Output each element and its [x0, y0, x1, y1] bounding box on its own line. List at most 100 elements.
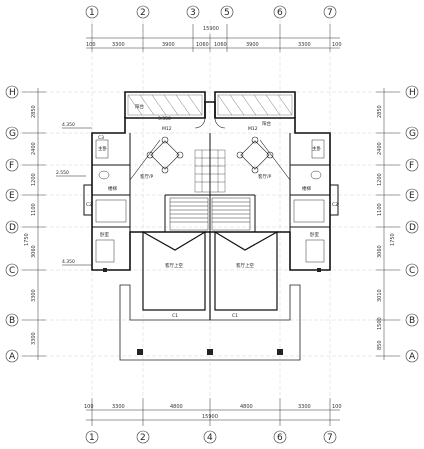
axis-label-left-H: H [9, 88, 16, 98]
top-dim-4: 1060 [214, 42, 227, 48]
bottom-dimension-chain [86, 398, 340, 426]
axis-bubble-bottom-4 [203, 430, 217, 444]
room-stair-right: 楼梯 [302, 185, 311, 192]
bottom-dim-5: 100 [332, 404, 342, 410]
fixtures [95, 139, 325, 263]
axis-label-right-A: A [409, 352, 416, 362]
top-dim-2: 3900 [162, 42, 175, 48]
building-walls [91, 91, 331, 271]
left-dim-6: 3060 [31, 245, 37, 258]
right-dim-4: 1100 [377, 203, 383, 216]
room-terrace-left: 客厅上空 [165, 262, 183, 269]
tag-c-left-bot: C1 [172, 313, 178, 319]
axis-bubble-top-2 [136, 5, 150, 19]
axis-label-top-6: 6 [277, 8, 283, 18]
left-dim-4: 1100 [31, 203, 37, 216]
axis-label-top-7: 7 [327, 8, 333, 18]
interior-walls [92, 133, 330, 232]
left-dim-5: 1750 [24, 233, 30, 246]
left-dim-0: 2850 [31, 105, 37, 118]
axis-label-top-1: 1 [89, 8, 95, 18]
axis-label-left-E: E [9, 191, 15, 201]
left-dimension-chain [22, 88, 46, 360]
top-dim-6: 3300 [298, 42, 311, 48]
room-bed-left: 卧室 [100, 231, 109, 238]
left-axis-bubbles [5, 85, 19, 363]
axis-label-right-B: B [409, 316, 415, 326]
bottom-dim-4: 3300 [298, 404, 311, 410]
tag-c-right-side: C2 [332, 202, 338, 208]
elev-upper-center: 3.350 [158, 116, 171, 122]
axis-bubble-top-6 [273, 5, 287, 19]
axis-label-bottom-1: 1 [89, 433, 95, 443]
tag-m-right: M12 [248, 126, 258, 132]
room-master-left: 主卧 [98, 145, 107, 152]
top-dim-0: 100 [86, 42, 96, 48]
top-dimension-texts: 100 3300 3900 1060 1060 3900 3300 100 15… [86, 26, 342, 48]
elev-mid-left: 2.550 [56, 170, 69, 176]
top-dim-total: 15900 [203, 26, 219, 32]
tag-c-left-top: C3 [98, 135, 104, 141]
right-dim-1: 2400 [377, 142, 383, 155]
axis-label-left-A: A [9, 352, 16, 362]
top-dim-1: 3300 [112, 42, 125, 48]
tag-m-left: M12 [162, 126, 172, 132]
roof-hatch [127, 94, 293, 116]
left-dim-8: 3300 [31, 332, 37, 345]
axis-label-top-3: 3 [190, 8, 196, 18]
axis-label-right-D: D [409, 223, 416, 233]
top-dim-3: 1060 [196, 42, 209, 48]
axis-bubble-top-5 [220, 5, 234, 19]
right-dim-5: 1750 [390, 233, 396, 246]
columns [103, 268, 321, 355]
elevation-marks [56, 127, 92, 266]
room-terrace-right: 客厅上空 [236, 262, 254, 269]
axis-label-right-H: H [409, 88, 416, 98]
stairs [169, 197, 251, 231]
room-stair-left: 楼梯 [108, 185, 117, 192]
room-kitchen-left: 客厅/P [140, 173, 154, 180]
bottom-dim-2: 4800 [170, 404, 183, 410]
right-dim-6: 3060 [377, 245, 383, 258]
axis-label-left-C: C [9, 266, 15, 276]
top-axis-bubbles [85, 5, 337, 19]
central-core [194, 149, 226, 193]
bottom-dim-0: 100 [84, 404, 94, 410]
tag-c-left-side: C2 [86, 202, 92, 208]
top-dim-7: 100 [332, 42, 342, 48]
axis-label-bottom-2: 2 [140, 433, 146, 443]
top-dim-5: 3900 [246, 42, 259, 48]
bottom-dim-total: 15900 [202, 414, 218, 420]
axis-label-bottom-4: 4 [207, 433, 213, 443]
left-dim-1: 2400 [31, 142, 37, 155]
right-dim-7: 3010 [377, 289, 383, 302]
dining-tables [146, 136, 274, 174]
door-swings [129, 117, 291, 181]
right-dim-2: 1200 [377, 173, 383, 186]
room-balcony-left: 阳台 [135, 103, 144, 110]
room-master-right: 主卧 [312, 145, 321, 152]
axis-bubble-bottom-1 [85, 430, 99, 444]
room-kitchen-right: 客厅/P [258, 173, 272, 180]
elev-upper-left: 4.350 [62, 122, 75, 128]
axis-bubble-bottom-7 [323, 430, 337, 444]
right-dim-9: 850 [377, 340, 383, 350]
axis-label-right-C: C [409, 266, 415, 276]
axis-bubble-top-1 [85, 5, 99, 19]
axis-label-left-G: G [9, 129, 16, 139]
left-dim-2: 1200 [31, 173, 37, 186]
left-dim-7: 3300 [31, 289, 37, 302]
axis-label-top-5: 5 [224, 8, 230, 18]
bottom-dim-1: 3300 [112, 404, 125, 410]
axis-bubble-top-3 [186, 5, 200, 19]
axis-label-right-E: E [409, 191, 415, 201]
axis-label-top-2: 2 [140, 8, 146, 18]
axis-label-bottom-7: 7 [327, 433, 333, 443]
right-dim-8: 1500 [377, 317, 383, 330]
right-dim-0: 2850 [377, 105, 383, 118]
room-balcony-right: 阳台 [262, 120, 271, 127]
axis-label-left-F: F [9, 161, 14, 171]
axis-bubble-top-7 [323, 5, 337, 19]
axis-bubble-bottom-2 [136, 430, 150, 444]
